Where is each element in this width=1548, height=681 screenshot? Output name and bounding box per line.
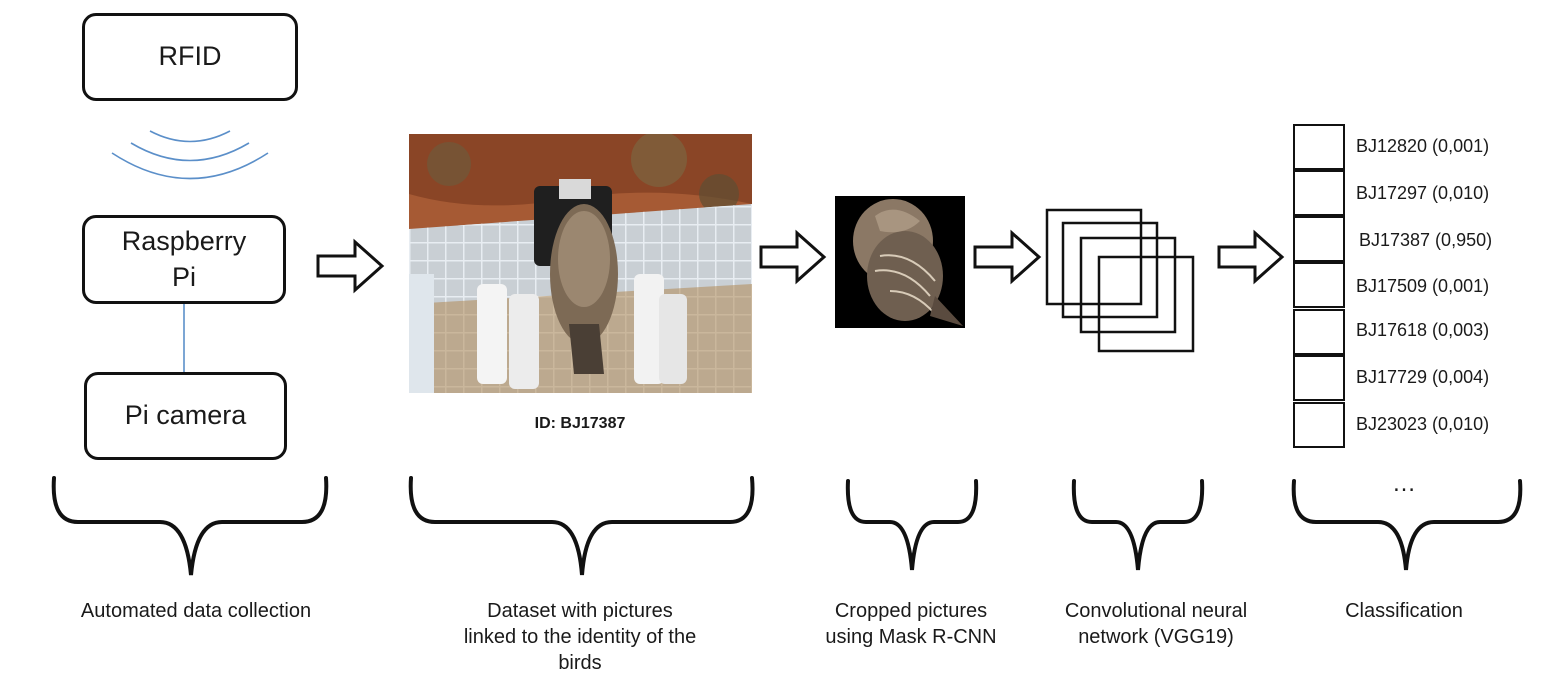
class-cell [1293,262,1345,308]
class-label: BJ17618 (0,003) [1356,320,1490,340]
caption-classification: Classification [1345,600,1463,622]
class-label: BJ17509 (0,001) [1356,276,1490,296]
arrow-icon [1217,229,1285,285]
brace-cropped [845,479,979,571]
class-label: BJ17297 (0,010) [1356,183,1490,203]
class-label: BJ17387 (0,950) [1359,230,1493,250]
class-label: BJ12820 (0,001) [1356,136,1490,156]
caption-cnn: Convolutional neural network (VGG19) [1064,600,1248,648]
more-classes-ellipsis: … [1392,470,1418,497]
cnn-layers-icon [1045,208,1195,353]
raspberry-pi-label: Raspberry Pi [121,226,247,292]
rfid-signal-icon [111,130,269,180]
raspberry-pi-box: Raspberry Pi [82,215,286,304]
brace-cnn [1071,479,1205,571]
caption-cropped: Cropped pictures using Mask R-CNN [825,600,997,648]
caption-dataset: Dataset with pictures linked to the iden… [463,600,697,674]
arrow-icon [316,238,385,294]
brace-classification [1291,479,1523,571]
rfid-label: RFID [158,41,222,72]
brace-dataset [408,476,755,576]
class-cell [1293,355,1345,401]
class-cell [1293,170,1345,216]
caption-collection: Automated data collection [80,600,312,622]
arrow-icon [973,229,1042,285]
pi-camera-label: Pi camera [124,400,247,431]
class-cell [1293,124,1345,170]
class-cell [1293,309,1345,355]
bird-id-label: ID: BJ17387 [534,415,626,432]
class-cell [1293,402,1345,448]
rfid-box: RFID [82,13,298,101]
brace-collection [51,476,329,576]
bird-photo [409,134,752,393]
class-cell [1293,216,1345,262]
class-label: BJ23023 (0,010) [1356,414,1490,434]
arrow-icon [759,229,827,285]
pi-camera-box: Pi camera [84,372,287,460]
class-label: BJ17729 (0,004) [1356,367,1490,387]
cropped-bird-image [835,196,965,328]
